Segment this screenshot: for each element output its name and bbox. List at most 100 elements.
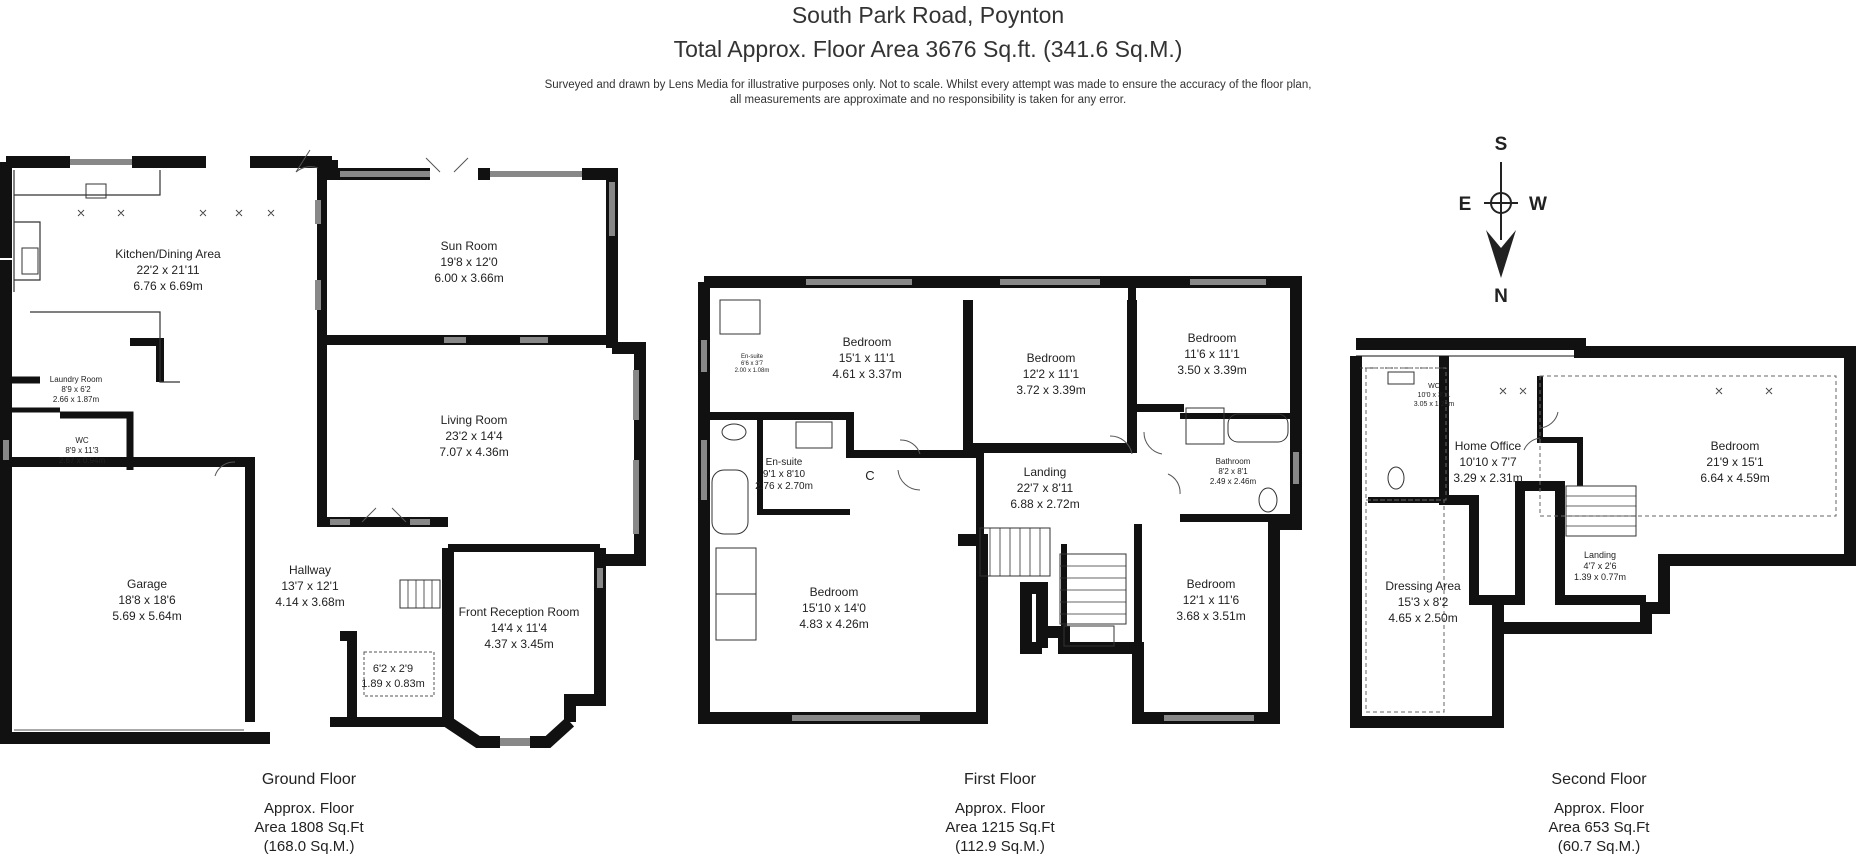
room-garage: Garage 18'8 x 18'6 5.69 x 5.64m [112, 577, 181, 623]
room-imperial: 13'7 x 12'1 [281, 579, 339, 593]
floor-area-line-3: (112.9 Sq.M.) [955, 838, 1045, 855]
room-imperial: 6'6 x 3'7 [741, 361, 764, 367]
room-name: En-suite [741, 354, 764, 360]
room-metric: 4.14 x 3.68m [275, 595, 344, 609]
compass: S E W N [1459, 134, 1547, 307]
room-laundry: Laundry Room 8'9 x 6'2 2.66 x 1.87m [50, 375, 103, 404]
compass-bottom-label: N [1494, 286, 1508, 307]
room-cupboard-ground: 6'2 x 2'9 1.89 x 0.83m [361, 663, 425, 690]
room-imperial: 18'8 x 18'6 [118, 593, 176, 607]
ground-floor-plan [0, 149, 646, 748]
room-metric: 6.76 x 6.69m [133, 279, 202, 293]
room-metric: 4.61 x 3.37m [832, 367, 901, 381]
roof-windows [77, 209, 1773, 395]
room-bedroom-second: Bedroom 21'9 x 15'1 6.64 x 4.59m [1700, 439, 1769, 485]
room-name: Laundry Room [50, 375, 103, 384]
compass-north-arrow [1486, 230, 1516, 278]
room-bathroom: Bathroom 8'2 x 8'1 2.49 x 2.46m [1210, 457, 1257, 486]
room-imperial: 22'2 x 21'11 [136, 263, 199, 277]
second-floor-plan [1350, 338, 1856, 728]
room-imperial: 11'6 x 11'1 [1184, 347, 1240, 361]
room-imperial: 15'10 x 14'0 [802, 601, 866, 615]
room-imperial: 4'7 x 2'6 [1584, 561, 1617, 571]
disclaimer: Surveyed and drawn by Lens Media for ill… [0, 78, 1856, 108]
room-home-office: Home Office 10'10 x 7'7 3.29 x 2.31m [1453, 439, 1522, 485]
room-hallway: Hallway 13'7 x 12'1 4.14 x 3.68m [275, 563, 344, 609]
disclaimer-line-2: all measurements are approximate and no … [729, 94, 1127, 106]
room-metric: 2.66 x 1.87m [53, 395, 100, 404]
room-name: Landing [1024, 465, 1067, 479]
disclaimer-line-1: Surveyed and drawn by Lens Media for ill… [544, 79, 1312, 91]
floor-area-line-3: (168.0 Sq.M.) [263, 838, 355, 855]
room-metric: 2.67 x 0.94m [59, 456, 106, 465]
floor-area-line-1: Approx. Floor [954, 800, 1046, 817]
room-metric: 3.50 x 3.39m [1177, 363, 1246, 377]
room-metric: 4.65 x 2.50m [1388, 611, 1457, 625]
room-name: En-suite [766, 457, 803, 468]
room-sun-room: Sun Room 19'8 x 12'0 6.00 x 3.66m [434, 239, 503, 285]
room-metric: 3.05 x 1.20m [1414, 401, 1455, 408]
floor-area-line-2: Area 1808 Sq.Ft [254, 819, 364, 836]
room-landing-first: Landing 22'7 x 8'11 6.88 x 2.72m [1010, 465, 1079, 511]
room-metric: 2.00 x 1.08m [735, 368, 770, 374]
room-imperial: 15'1 x 11'1 [839, 351, 896, 365]
room-imperial: 10'0 x 3'11 [1418, 392, 1451, 399]
compass-right-label: W [1529, 194, 1547, 215]
room-metric: 3.68 x 3.51m [1176, 609, 1245, 623]
total-floor-area: Total Approx. Floor Area 3676 Sq.ft. (34… [673, 36, 1183, 62]
room-name: Front Reception Room [459, 605, 580, 619]
compass-top-label: S [1495, 134, 1508, 155]
room-dressing-area: Dressing Area 15'3 x 8'2 4.65 x 2.50m [1385, 579, 1461, 625]
first-floor-plan [698, 276, 1302, 724]
room-imperial: 12'2 x 11'1 [1023, 367, 1080, 381]
floor-name: Ground Floor [261, 771, 357, 788]
room-imperial: 21'9 x 15'1 [1706, 455, 1764, 469]
room-ensuite-small: En-suite 6'6 x 3'7 2.00 x 1.08m [735, 354, 770, 374]
room-name: Sun Room [441, 239, 498, 253]
first-floor-caption: First Floor Approx. Floor Area 1215 Sq.F… [870, 770, 1130, 856]
room-name: Landing [1584, 550, 1616, 560]
room-landing-second: Landing 4'7 x 2'6 1.39 x 0.77m [1574, 550, 1626, 582]
room-wc-second: WC 10'0 x 3'11 3.05 x 1.20m [1414, 383, 1455, 408]
room-metric: 3.72 x 3.39m [1016, 383, 1085, 397]
room-imperial: 12'1 x 11'6 [1183, 593, 1240, 607]
ground-floor-caption: Ground Floor Approx. Floor Area 1808 Sq.… [179, 770, 439, 856]
room-metric: 3.29 x 2.31m [1453, 471, 1522, 485]
room-metric: 1.39 x 0.77m [1574, 572, 1626, 582]
room-name: Bedroom [1711, 439, 1760, 453]
room-imperial: 8'9 x 6'2 [61, 385, 91, 394]
room-ensuite: En-suite 9'1 x 8'10 2.76 x 2.70m [755, 457, 813, 492]
room-imperial: 22'7 x 8'11 [1017, 481, 1074, 495]
property-address: South Park Road, Poynton [791, 2, 1065, 28]
room-name: Bedroom [1188, 331, 1237, 345]
room-bedroom-first-1: Bedroom 15'1 x 11'1 4.61 x 3.37m [832, 335, 901, 381]
room-imperial: 9'1 x 8'10 [763, 469, 806, 480]
room-name: Garage [127, 577, 167, 591]
floor-area-line-2: Area 653 Sq.Ft [1548, 819, 1650, 836]
floor-area-line-1: Approx. Floor [263, 800, 355, 817]
room-name: Hallway [289, 563, 331, 577]
floor-name: First Floor [964, 771, 1036, 788]
room-front-reception: Front Reception Room 14'4 x 11'4 4.37 x … [459, 605, 580, 651]
compass-left-label: E [1459, 194, 1472, 215]
room-bedroom-first-4: Bedroom 15'10 x 14'0 4.83 x 4.26m [799, 585, 868, 631]
room-metric: 2.76 x 2.70m [755, 481, 813, 492]
room-metric: 1.89 x 0.83m [361, 678, 425, 690]
room-bedroom-first-5: Bedroom 12'1 x 11'6 3.68 x 3.51m [1176, 577, 1245, 623]
room-imperial: 10'10 x 7'7 [1459, 455, 1517, 469]
floor-area-line-1: Approx. Floor [1553, 800, 1645, 817]
room-name: Bathroom [1216, 457, 1251, 466]
room-cupboard-c: C [865, 468, 874, 483]
room-metric: 6.64 x 4.59m [1700, 471, 1769, 485]
room-name: Home Office [1455, 439, 1522, 453]
room-bedroom-first-3: Bedroom 11'6 x 11'1 3.50 x 3.39m [1177, 331, 1246, 377]
room-kitchen: Kitchen/Dining Area 22'2 x 21'11 6.76 x … [115, 247, 221, 293]
room-name: Bedroom [1187, 577, 1236, 591]
room-imperial: 8'9 x 11'3 [65, 446, 99, 455]
room-name: WC [1428, 383, 1440, 390]
room-name: Kitchen/Dining Area [115, 247, 221, 261]
room-metric: 2.49 x 2.46m [1210, 477, 1257, 486]
floor-area-line-2: Area 1215 Sq.Ft [945, 819, 1055, 836]
room-bedroom-first-2: Bedroom 12'2 x 11'1 3.72 x 3.39m [1016, 351, 1085, 397]
